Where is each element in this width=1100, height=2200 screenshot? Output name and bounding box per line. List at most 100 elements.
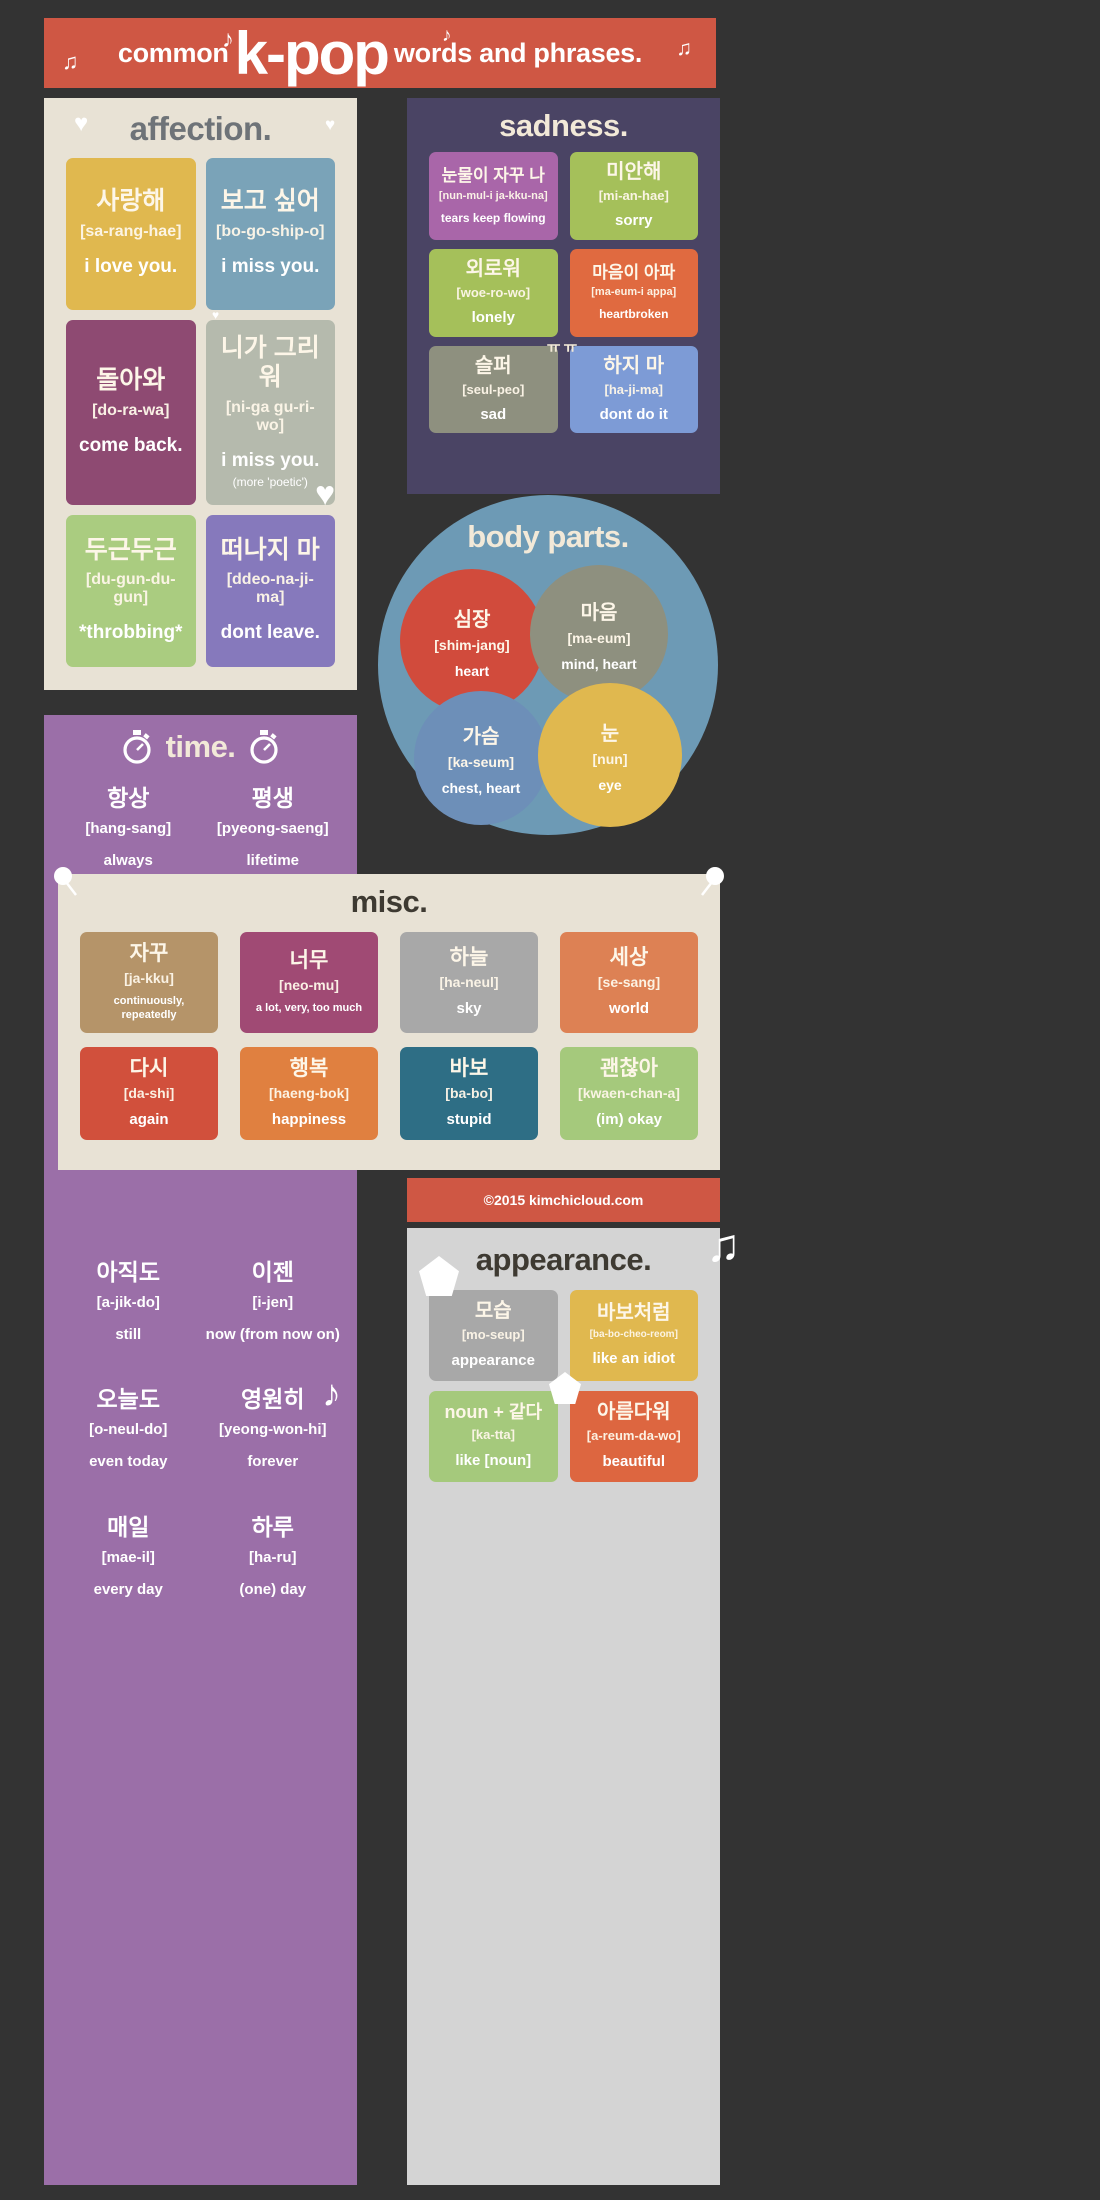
word-romanization: [pyeong-saeng] [216, 820, 329, 837]
card-romanization: [bo-go-ship-o] [216, 223, 325, 240]
word-korean: 이젠 [251, 1258, 294, 1285]
vocab-card: 괜찮아 [kwaen-chan-a] (im) okay [560, 1046, 698, 1140]
card-english: world [609, 1000, 649, 1018]
card-english: like an idiot [592, 1350, 675, 1367]
word-english: now (from now on) [205, 1325, 340, 1343]
card-romanization: [a-reum-da-wo] [586, 1427, 681, 1443]
card-romanization: [ja-kku] [124, 970, 174, 987]
card-korean: 니가 그리워 [220, 334, 320, 391]
time-word: 오늘도[o-neul-do]even today [56, 1380, 201, 1472]
appearance-title: appearance. [475, 1242, 652, 1277]
word-romanization: [a-jik-do] [96, 1293, 160, 1311]
music-note-icon: ♫ [62, 49, 79, 74]
card-english: heartbroken [599, 307, 669, 322]
word-romanization: [hang-sang] [85, 820, 172, 837]
copyright-bar: ©2015 kimchicloud.com [407, 1178, 720, 1222]
body-part-bubble: 눈 [nun] eye [538, 683, 682, 827]
vocab-card: 하지 마[ha-ji-ma]dont do it [569, 345, 698, 434]
card-romanization: [ma-eum-i appa] [591, 286, 677, 299]
card-english: sorry [614, 212, 653, 229]
sadness-card-grid: 눈물이 자꾸 나[nun-mul-i ja-kku-na]tears keep … [407, 144, 720, 434]
word-korean: 항상 [107, 785, 150, 811]
card-korean: 사랑해 [96, 187, 166, 216]
word-english: even today [89, 1453, 168, 1470]
affection-card-grid: 사랑해 [sa-rang-hae] i love you. 보고 싶어[bo-go-s… [44, 148, 357, 668]
card-korean: 슬퍼 [474, 354, 512, 377]
vocab-card: 바보[ba-bo]stupid [400, 1046, 538, 1140]
card-korean: 눈물이 자꾸 나 [441, 166, 545, 186]
word-korean: 아직도 [96, 1258, 160, 1285]
card-romanization: [ha-ji-ma] [604, 381, 664, 397]
vocab-card: 바보처럼[ba-bo-cheo-reom]like an idiot [569, 1290, 698, 1381]
time-word: 하루[ha-ru](one) day [201, 1508, 346, 1600]
bubble-romanization: [ka-seum] [447, 754, 515, 770]
card-romanization: [ni-ga gu-ri-wo] [225, 398, 315, 434]
body-parts-title: body parts. [467, 519, 629, 554]
bubble-english: mind, heart [561, 656, 637, 672]
vocab-card: 떠나지 마[ddeo-na-ji-ma]dont leave. [205, 515, 335, 668]
card-korean: 너무 [289, 948, 329, 972]
time-title-row: time. [44, 715, 357, 765]
time-word: 아직도 [a-jik-do] still [56, 1253, 201, 1345]
word-english: still [115, 1325, 142, 1343]
card-english: i love you. [84, 256, 178, 277]
music-note-icon: ♫ [676, 37, 692, 60]
word-romanization: [mae-il] [101, 1548, 155, 1566]
bubble-romanization: [shim-jang] [434, 637, 510, 653]
word-korean: 영원히 [241, 1386, 305, 1412]
word-romanization: [i-jen] [252, 1293, 294, 1311]
affection-title: affection. [129, 110, 272, 147]
vocab-card: noun + 같다[ka-tta]like [noun] [429, 1390, 558, 1482]
bubble-korean: 눈 [600, 723, 620, 745]
sadness-panel: sadness. 눈물이 자꾸 나[nun-mul-i ja-kku-na]te… [407, 98, 720, 494]
card-romanization: [seul-peo] [462, 381, 525, 397]
card-english: beautiful [602, 1452, 666, 1470]
word-korean: 평생 [251, 785, 294, 811]
card-romanization: [se-sang] [597, 974, 661, 991]
card-korean: 미안해 [606, 161, 662, 183]
card-english: (im) okay [596, 1110, 662, 1128]
vocab-card: 외로워[woe-ro-wo]lonely [429, 248, 558, 337]
bubble-english: chest, heart [441, 780, 521, 796]
card-romanization: [neo-mu] [279, 977, 339, 994]
vocab-card: 아름다워 [a-reum-da-wo] beautiful [569, 1390, 698, 1482]
vocab-card: 행복[haeng-bok]happiness [240, 1046, 378, 1140]
card-korean: noun + 같다 [444, 1401, 543, 1422]
tears-emoticon: ㅠㅠ [546, 339, 581, 356]
word-korean: 오늘도 [96, 1386, 160, 1412]
vocab-card: 사랑해 [sa-rang-hae] i love you. [66, 158, 196, 310]
body-part-bubble: 심장 [shim-jang] heart [400, 569, 544, 713]
card-romanization: [do-ra-wa] [92, 401, 170, 419]
card-romanization: [ba-bo] [445, 1084, 493, 1101]
card-romanization: [ba-bo-cheo-reom] [589, 1329, 678, 1340]
card-romanization: [sa-rang-hae] [80, 223, 182, 240]
card-korean: 아름다워 [596, 1400, 671, 1423]
vocab-card: 보고 싶어[bo-go-ship-o]i miss you. [205, 158, 335, 310]
card-romanization: [kwaen-chan-a] [578, 1084, 680, 1101]
vocab-card: 다시[da-shi]again [80, 1046, 218, 1140]
vocab-card: 마음이 아파[ma-eum-i appa]heartbroken [569, 248, 698, 337]
time-title: time. [165, 729, 236, 764]
misc-title: misc. [350, 884, 428, 919]
card-romanization: [nun-mul-i ja-kku-na] [438, 189, 548, 202]
bubble-korean: 가슴 [462, 726, 500, 748]
vocab-card: 니가 그리워[ni-ga gu-ri-wo]i miss you.(more '… [205, 320, 335, 506]
word-english: lifetime [246, 852, 299, 869]
card-english: continuously, repeatedly [113, 995, 185, 1021]
card-korean: 돌아와 [96, 365, 166, 394]
card-korean: 괜찮아 [600, 1056, 658, 1080]
card-romanization: [mi-an-hae] [598, 188, 669, 203]
card-english: a lot, very, too much [255, 1002, 363, 1015]
card-romanization: [da-shi] [123, 1084, 175, 1101]
card-romanization: [mo-seup] [461, 1327, 525, 1342]
heart-icon: ♥ [74, 110, 89, 137]
pushpin-icon [701, 867, 724, 896]
card-korean: 하지 마 [603, 354, 665, 377]
bubble-english: heart [454, 663, 490, 679]
card-english: appearance [451, 1352, 535, 1369]
card-english: sad [480, 405, 507, 423]
header-text-common: common [117, 37, 229, 68]
